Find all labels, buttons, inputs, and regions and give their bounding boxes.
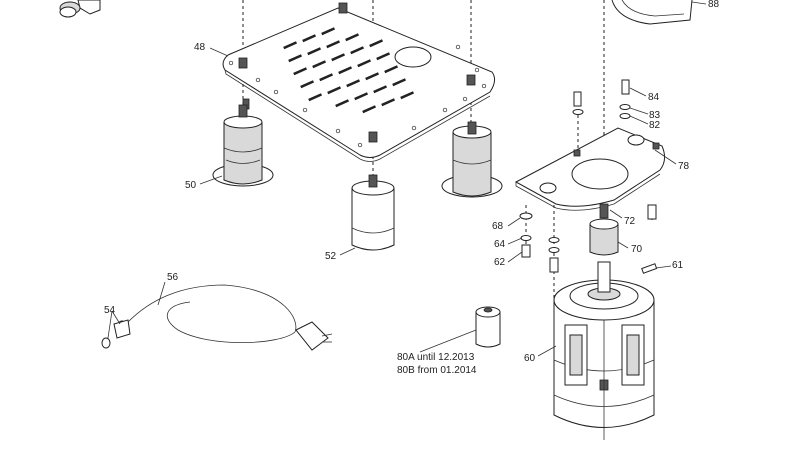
base-plate-48	[222, 2, 496, 162]
bolt-84-washers	[572, 79, 631, 119]
note-80a: 80A until 12.2013	[397, 352, 475, 363]
callout-52: 52	[325, 251, 337, 262]
note-80b: 80B from 01.2014	[397, 365, 477, 376]
cable-gland-54	[101, 319, 131, 349]
callout-70: 70	[631, 244, 643, 255]
knob-part-fragment	[59, 0, 101, 18]
bolts-62-68	[519, 204, 657, 273]
callout-68: 68	[492, 221, 504, 232]
sleeve-80	[475, 306, 501, 348]
callout-56: 56	[167, 272, 179, 283]
callout-61: 61	[672, 260, 684, 271]
callout-60: 60	[524, 353, 536, 364]
callout-83: 83	[649, 110, 661, 121]
callout-82: 82	[649, 120, 661, 131]
part-88-fragment	[611, 0, 707, 25]
callout-64: 64	[494, 239, 506, 250]
motor-60	[553, 261, 655, 440]
callout-54: 54	[104, 305, 116, 316]
power-cable-56	[127, 284, 333, 351]
key-61	[641, 263, 658, 274]
callout-62: 62	[494, 257, 506, 268]
callout-48: 48	[194, 42, 206, 53]
leader-lines	[107, 47, 677, 357]
rubber-foot-50	[212, 104, 274, 187]
rubber-foot-52	[351, 174, 395, 251]
callout-50: 50	[185, 180, 197, 191]
motor-bracket-78	[514, 127, 666, 211]
callout-72: 72	[624, 216, 636, 227]
callout-84: 84	[648, 92, 660, 103]
callout-78: 78	[678, 161, 690, 172]
rubber-foot-right	[441, 121, 503, 198]
callout-88: 88	[708, 0, 720, 10]
coupling-70	[589, 203, 619, 256]
